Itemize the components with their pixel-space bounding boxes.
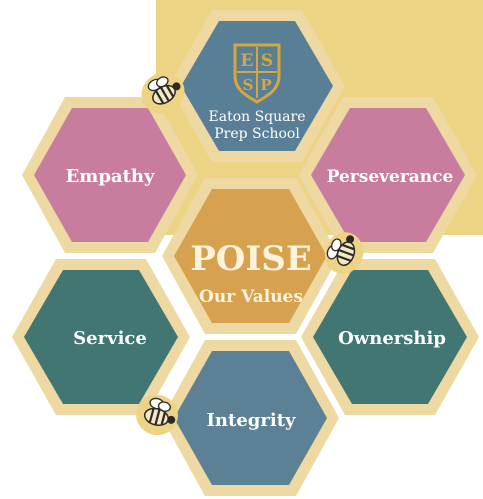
bee-icon [136, 394, 178, 436]
hex-integrity [162, 340, 339, 496]
hex-empathy [22, 97, 198, 253]
label-perseverance: Perseverance [327, 167, 454, 187]
hex-ownership-fill [313, 270, 467, 404]
hex-perseverance-fill [311, 108, 465, 242]
hex-empathy-fill [34, 108, 186, 242]
school-name-line1: Eaton Square [209, 109, 306, 125]
bee-icon [141, 72, 185, 114]
svg-text:S: S [261, 51, 273, 71]
label-ownership: Ownership [338, 328, 446, 349]
svg-text:S: S [243, 76, 254, 94]
bee-icon [324, 232, 364, 274]
hex-service-fill [24, 270, 178, 404]
hex-center [162, 178, 339, 334]
label-integrity: Integrity [207, 410, 296, 431]
label-service: Service [73, 328, 147, 349]
center-subtitle: Our Values [199, 287, 303, 307]
svg-text:P: P [260, 76, 271, 94]
center-title: POISE [190, 239, 312, 279]
hex-integrity-fill [174, 351, 327, 485]
school-name-line2: Prep School [214, 126, 300, 142]
hex-ownership [301, 259, 479, 415]
hex-service [12, 259, 190, 415]
label-empathy: Empathy [66, 166, 155, 187]
hex-perseverance [299, 97, 477, 253]
hex-center-fill [174, 189, 327, 323]
svg-text:E: E [241, 51, 254, 71]
school-crest-icon: E S S P [233, 43, 281, 104]
